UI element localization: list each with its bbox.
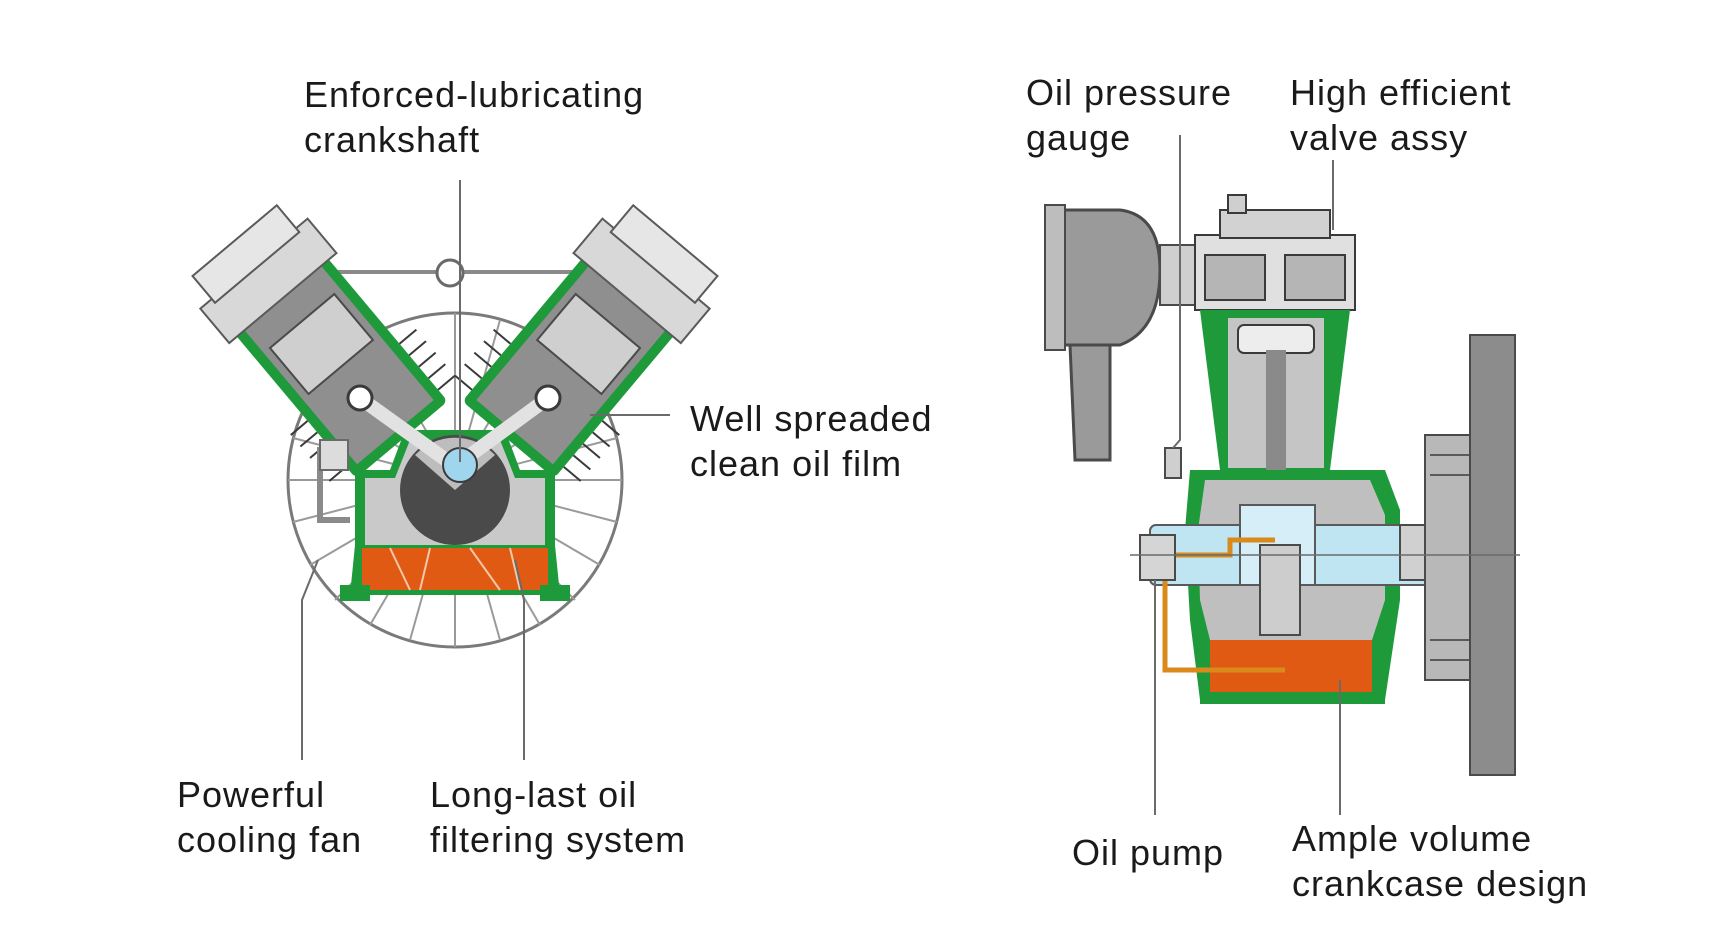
label-oil-filter: Long-last oil filtering system [430,772,686,862]
valve-plate-right [1284,254,1346,301]
piston [1237,324,1315,354]
label-crankcase-line-1: Ample volume [1292,818,1533,859]
right-leader-lines [1154,135,1341,815]
label-pressure-gauge: Oil pressure gauge [1026,70,1232,160]
valve-knob [1227,194,1247,214]
pulley-grooves [1424,434,1476,681]
label-cooling-fan: Powerful cooling fan [177,772,362,862]
label-valve-assy: High efficient valve assy [1290,70,1511,160]
left-compressor-front-view [191,180,719,760]
label-oil-film-line-1: Well spreaded [690,398,933,439]
left-leader-lines [301,180,670,760]
label-crankcase-line-2: crankcase design [1292,863,1589,904]
label-crankshaft-line-1: Enforced-lubricating [304,74,645,115]
side-oil-fitting [319,439,349,471]
label-oil-pump: Oil pump [1072,830,1224,875]
side-sump-base [1200,692,1385,704]
label-valve-assy-line-2: valve assy [1290,117,1469,158]
label-crankshaft: Enforced-lubricating crankshaft [304,72,644,162]
right-compressor-side-view [1044,135,1520,815]
air-filter-rim [1044,204,1066,351]
air-filter-canister [1048,208,1162,347]
left-wrist-pin [346,384,374,412]
oil-pump-body [1139,534,1176,581]
label-pressure-gauge-line-2: gauge [1026,117,1132,158]
left-foot [340,585,370,601]
label-oil-pump-line-1: Oil pump [1072,832,1225,873]
air-filter-intake [1068,343,1112,462]
oil-pressure-gauge-body [1164,447,1182,479]
valve-cap [1219,209,1331,239]
label-cooling-fan-line-2: cooling fan [177,819,363,860]
label-cooling-fan-line-1: Powerful [177,774,326,815]
side-crank-pin [1259,544,1301,636]
label-valve-assy-line-1: High efficient [1290,72,1512,113]
label-pressure-gauge-line-1: Oil pressure [1026,72,1233,113]
oil-filter-lines [389,547,521,591]
left-connecting-rod [355,392,465,476]
label-oil-filter-line-2: filtering system [430,819,687,860]
valve-plate-left [1204,254,1266,301]
label-oil-film: Well spreaded clean oil film [690,396,932,486]
oil-return-line [1162,565,1285,673]
label-crankcase: Ample volume crankcase design [1292,816,1588,906]
right-foot [540,585,570,601]
label-oil-film-line-2: clean oil film [690,443,903,484]
label-oil-filter-line-1: Long-last oil [430,774,638,815]
label-crankshaft-line-2: crankshaft [304,119,481,160]
right-wrist-pin [534,384,562,412]
lifting-ring [435,258,465,288]
pulley-groove-lines [1430,454,1470,661]
